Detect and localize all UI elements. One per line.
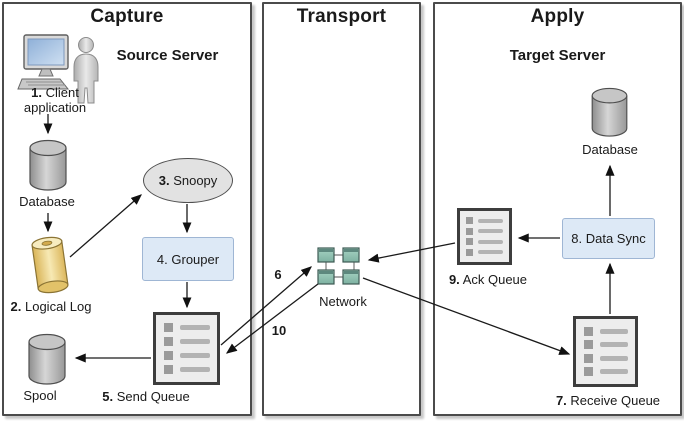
flow-label-6: 6: [274, 267, 282, 282]
data-sync-label: 8. Data Sync: [571, 231, 646, 246]
source-database-icon: [29, 139, 67, 191]
transport-title: Transport: [296, 6, 387, 27]
logical-log-scroll-icon: [31, 236, 69, 294]
snoopy-node: 3. Snoopy: [143, 158, 233, 203]
network-label: Network: [319, 294, 367, 309]
queue-row: [164, 337, 210, 346]
source-database-label: Database: [19, 194, 75, 209]
send-queue-icon: [153, 312, 220, 385]
spool-icon: [28, 333, 66, 385]
grouper-label: 4. Grouper: [156, 251, 220, 267]
receive-queue-icon: [573, 316, 638, 387]
queue-row: [164, 323, 210, 332]
spool-label: Spool: [23, 388, 57, 403]
snoopy-label: 3. Snoopy: [158, 173, 218, 188]
network-icon: [317, 247, 360, 285]
queue-row: [164, 351, 210, 360]
source-server-label: Source Server: [116, 47, 219, 64]
queue-row: [466, 227, 503, 235]
grouper-node: 4. Grouper: [142, 237, 234, 281]
logical-log-label: 2. Logical Log: [10, 299, 92, 314]
client-workstation-icon: [17, 34, 99, 104]
queue-row: [466, 238, 503, 246]
data-sync-node: 8. Data Sync: [562, 218, 655, 259]
transport-panel: [262, 2, 421, 416]
send-queue-label: 5. Send Queue: [102, 389, 190, 404]
target-database-icon: [591, 87, 628, 137]
target-server-label: Target Server: [509, 47, 606, 64]
queue-row: [164, 365, 210, 374]
ack-queue-label: 9. Ack Queue: [448, 272, 528, 287]
queue-row: [584, 367, 628, 377]
flow-label-10: 10: [271, 323, 287, 338]
ack-queue-icon: [457, 208, 512, 265]
queue-row: [584, 340, 628, 350]
queue-row: [466, 248, 503, 256]
queue-row: [584, 326, 628, 336]
target-database-label: Database: [582, 142, 638, 157]
apply-title: Apply: [530, 6, 585, 27]
capture-title: Capture: [90, 6, 164, 27]
queue-row: [584, 353, 628, 363]
receive-queue-label: 7. Receive Queue: [555, 393, 661, 408]
client-app-label: 1. Client application: [23, 85, 87, 115]
queue-row: [466, 217, 503, 225]
